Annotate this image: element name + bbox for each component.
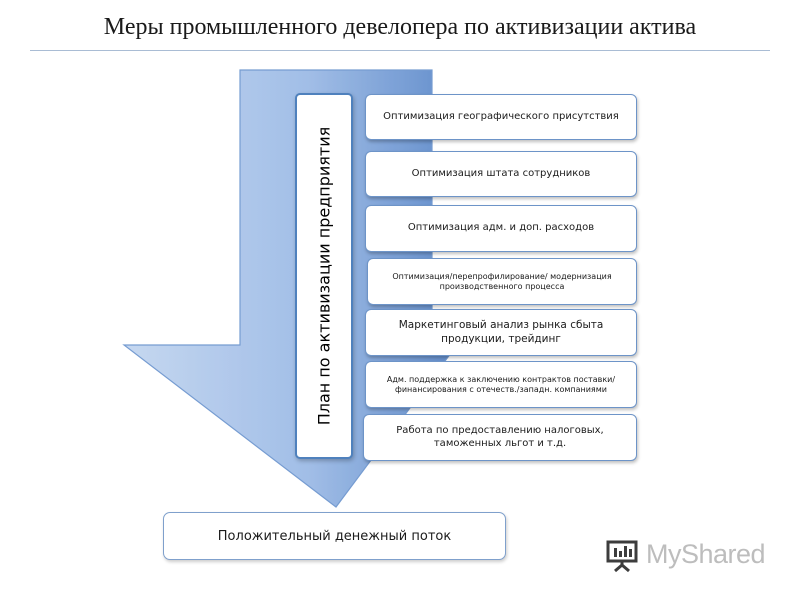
title-divider (30, 50, 770, 51)
page-title: Меры промышленного девелопера по активиз… (103, 14, 697, 40)
watermark-text: MyShared (646, 539, 766, 569)
step-marketing-analysis: Маркетинговый анализ рынка сбыта продукц… (365, 309, 637, 356)
plan-label: План по активизации предприятия (314, 126, 334, 426)
step-geography: Оптимизация географического присутствия (365, 94, 637, 140)
step-admin-costs: Оптимизация адм. и доп. расходов (365, 205, 637, 252)
step-contract-support: Адм. поддержка к заключению контрактов п… (365, 361, 637, 408)
step-staff: Оптимизация штата сотрудников (365, 151, 637, 197)
step-production-modernization: Оптимизация/перепрофилирование/ модерниз… (367, 258, 637, 305)
step-tax-benefits: Работа по предоставлению налоговых, тамо… (363, 414, 637, 461)
result-box: Положительный денежный поток (163, 512, 506, 560)
presentation-board-icon (606, 540, 638, 573)
plan-label-box: План по активизации предприятия (295, 93, 353, 459)
watermark-logo: MyShared (606, 537, 766, 577)
